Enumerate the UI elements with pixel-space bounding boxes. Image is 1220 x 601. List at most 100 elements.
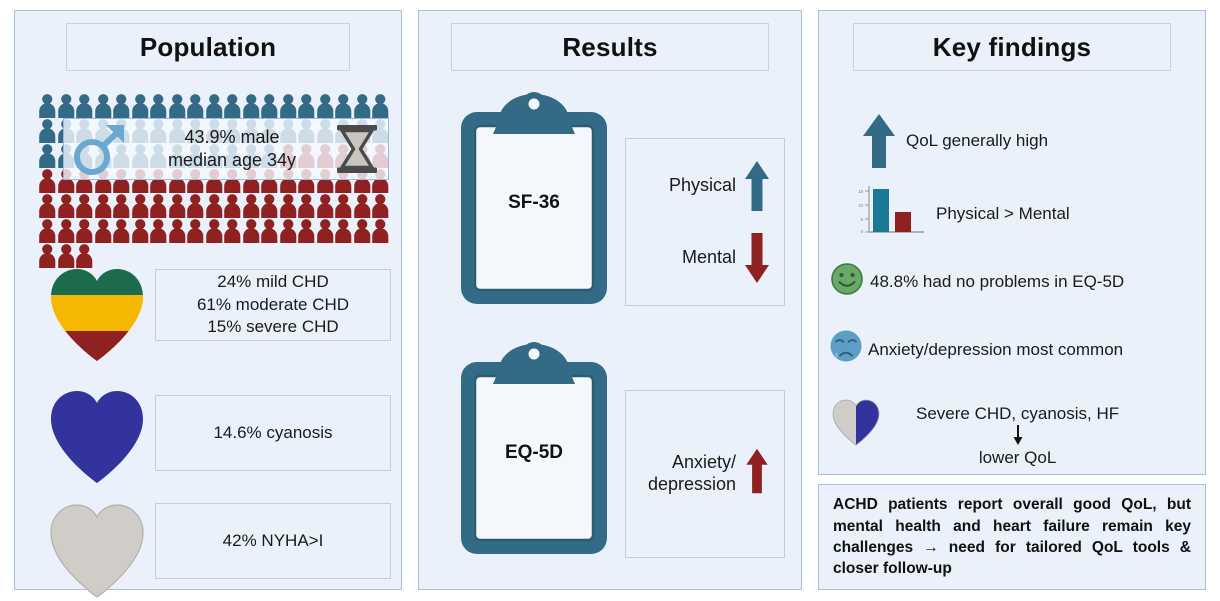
person-icon: [224, 219, 241, 243]
person-icon: [57, 94, 74, 118]
up-arrow-icon: [744, 447, 770, 501]
person-icon: [75, 193, 94, 218]
person-icon: [38, 143, 57, 168]
person-icon: [298, 94, 315, 118]
person-icon: [205, 94, 222, 118]
person-icon: [223, 193, 242, 218]
person-icon: [335, 219, 352, 243]
person-icon: [187, 94, 204, 118]
person-icon: [113, 219, 130, 243]
finding-label-physical-vs-mental: Physical > Mental: [936, 204, 1070, 223]
person-icon: [371, 193, 390, 218]
person-icon: [113, 94, 130, 118]
person-icon: [186, 93, 205, 118]
down-arrow-icon: [744, 231, 770, 285]
person-icon: [205, 219, 222, 243]
svg-text:5: 5: [861, 217, 864, 222]
person-icon: [186, 193, 205, 218]
person-icon: [168, 194, 185, 218]
nyha-value: 42% NYHA>I: [222, 530, 324, 550]
person-icon: [113, 194, 130, 218]
person-icon: [57, 219, 74, 243]
person-icon: [76, 219, 93, 243]
tricolor-heart-icon: [45, 261, 149, 365]
person-icon: [316, 194, 333, 218]
findings-title-box: Key findings: [853, 23, 1171, 71]
person-icon: [316, 218, 335, 243]
person-icon: [38, 168, 57, 193]
person-icon: [131, 93, 150, 118]
person-icon: [38, 193, 57, 218]
clipboard-sf36-icon: SF-36: [455, 90, 613, 308]
outcome-label-anxiety: Anxiety/ depression: [648, 452, 736, 495]
person-icon: [38, 118, 57, 143]
person-icon: [205, 194, 222, 218]
person-icon: [94, 193, 113, 218]
conclusion-box: ACHD patients report overall good QoL, b…: [818, 484, 1206, 590]
person-icon: [335, 94, 352, 118]
person-icon: [316, 219, 333, 243]
person-icon: [223, 218, 242, 243]
person-icon: [150, 94, 167, 118]
person-icon: [298, 194, 315, 218]
cyanosis-box: 14.6% cyanosis: [155, 395, 391, 471]
svg-text:15: 15: [858, 189, 863, 194]
page-title-results: Results: [562, 31, 658, 62]
person-icon: [94, 194, 111, 218]
person-icon: [371, 218, 390, 243]
person-icon: [334, 93, 353, 118]
person-icon: [279, 93, 298, 118]
person-icon: [224, 94, 241, 118]
person-icon: [131, 194, 148, 218]
person-icon: [223, 93, 242, 118]
outcome-label-anxiety-line1: Anxiety/: [671, 452, 736, 473]
hourglass-icon: [334, 123, 380, 175]
person-icon: [316, 94, 333, 118]
finding-row-physical-vs-mental: 15 10 5 0 Physical > Mental: [852, 178, 1192, 250]
up-arrow-icon: [744, 159, 770, 213]
clipboard-label-sf36: SF-36: [508, 192, 560, 213]
person-icon: [353, 218, 372, 243]
person-icon: [242, 218, 261, 243]
mini-bar-chart-icon: 15 10 5 0: [852, 182, 926, 240]
finding-row-anxiety-common: Anxiety/depression most common: [828, 328, 1198, 372]
person-icon: [205, 93, 224, 118]
person-icon: [94, 94, 111, 118]
person-icon: [150, 194, 167, 218]
finding-row-severe-lower-qol: Severe CHD, cyanosis, HF lower QoL: [830, 392, 1202, 480]
person-icon: [131, 218, 150, 243]
person-icon: [261, 94, 278, 118]
person-icon: [242, 194, 259, 218]
person-icon: [57, 244, 74, 268]
person-icon: [372, 194, 389, 218]
person-icon: [371, 93, 390, 118]
population-stat-overlay: 43.9% male median age 34y: [63, 118, 389, 180]
person-icon: [76, 194, 93, 218]
person-icon: [149, 218, 168, 243]
finding-label-no-problems: 48.8% had no problems in EQ-5D: [870, 272, 1125, 291]
person-icon: [39, 94, 56, 118]
outcome-label-anxiety-line2: depression: [647, 474, 736, 494]
person-icon: [242, 219, 259, 243]
person-icon: [131, 94, 148, 118]
person-icon: [242, 93, 261, 118]
finding-label-lower-qol: lower QoL: [978, 448, 1057, 467]
median-age: median age 34y: [167, 150, 297, 170]
chd-severity-box: 24% mild CHD 61% moderate CHD 15% severe…: [155, 269, 391, 341]
person-icon: [224, 194, 241, 218]
person-icon: [131, 193, 150, 218]
person-icon: [316, 93, 335, 118]
person-icon: [168, 93, 187, 118]
person-icon: [205, 218, 224, 243]
sf36-outcomes-box: Physical Mental: [625, 138, 785, 306]
nyha-box: 42% NYHA>I: [155, 503, 391, 579]
people-row: [38, 93, 390, 118]
outcome-physical-row: Physical: [626, 159, 784, 213]
page-title-population: Population: [139, 31, 277, 62]
population-title-box: Population: [66, 23, 350, 71]
person-icon: [38, 93, 57, 118]
chd-severe: 15% severe CHD: [207, 317, 339, 337]
people-row: [38, 193, 390, 218]
person-icon: [187, 219, 204, 243]
